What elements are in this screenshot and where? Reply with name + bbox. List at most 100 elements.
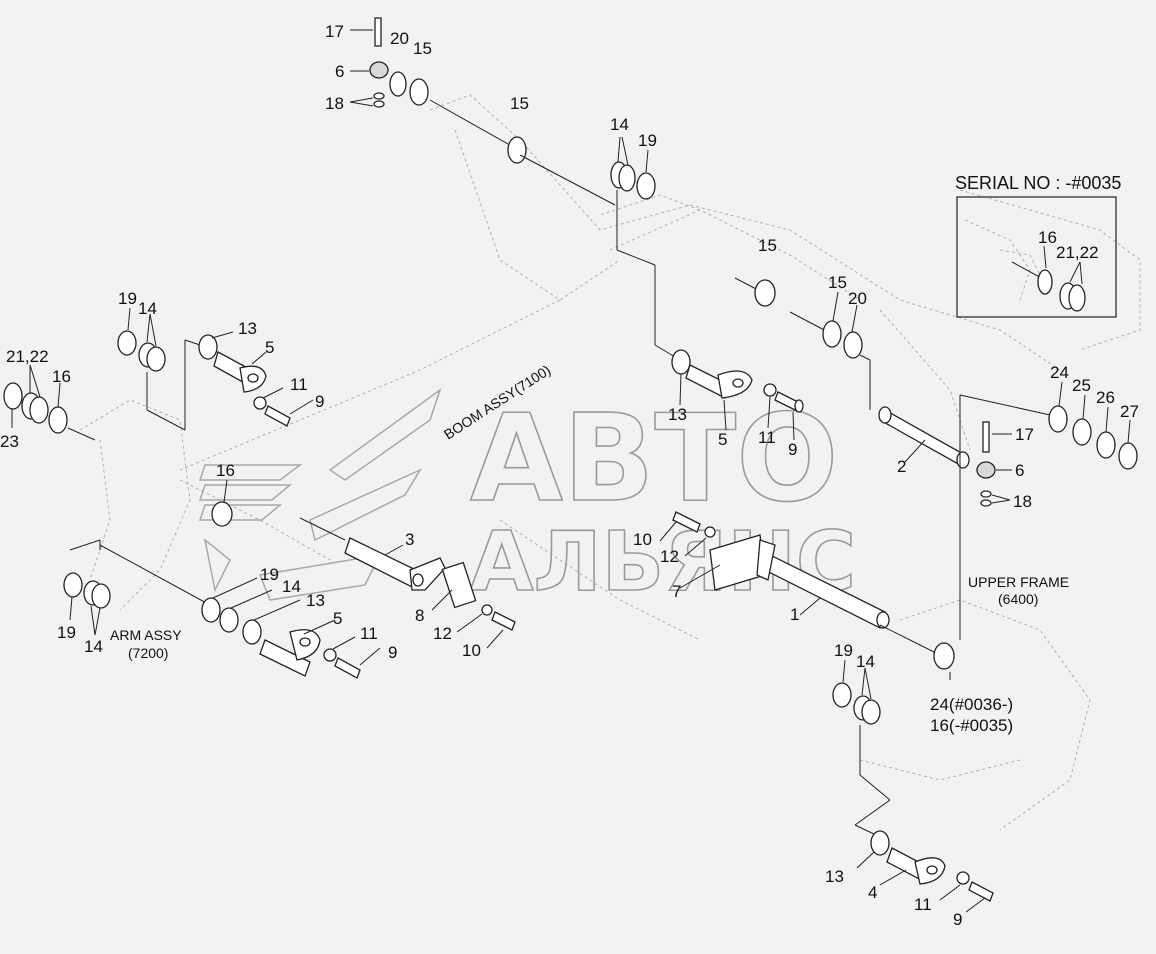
shim-15-right	[754, 279, 776, 307]
callout: 9	[788, 440, 797, 459]
callout: 14	[138, 299, 157, 318]
callout: 11	[290, 375, 308, 394]
callout: 19	[118, 289, 137, 308]
callout: 19	[57, 623, 76, 642]
callout: 16	[52, 367, 71, 386]
callout: 11	[758, 428, 776, 447]
shim-16-arm	[211, 501, 233, 527]
callout: 11	[914, 895, 932, 914]
callout: 14	[84, 637, 103, 656]
pin-3	[299, 517, 516, 649]
ring-13-center	[671, 349, 691, 375]
upper-frame-label: UPPER FRAME	[968, 574, 1069, 590]
callout: 8	[415, 606, 424, 625]
boom-pin-5-center	[671, 349, 804, 441]
callout: 5	[265, 338, 274, 357]
watermark-line2: АЛЬЯНС	[470, 515, 856, 610]
shim-20-right	[843, 331, 863, 359]
callout: 12	[433, 624, 452, 643]
watermark-line1: АВТО	[470, 390, 838, 529]
top-pin-cluster	[349, 17, 616, 206]
right-shim-series	[1048, 381, 1138, 470]
callout: 4	[868, 883, 877, 902]
callout: 27	[1120, 402, 1139, 421]
serial-box: SERIAL NO : -#0035 16 21,22	[955, 173, 1121, 318]
callout: 19	[834, 641, 853, 660]
shim-19-boom	[636, 172, 656, 200]
ghost-boom-outline	[79, 94, 1141, 831]
callout: 24	[1050, 363, 1069, 382]
serial-box-title: SERIAL NO : -#0035	[955, 173, 1121, 193]
bolt-10-lower	[491, 611, 516, 631]
callout: 5	[718, 430, 727, 449]
shim-15-boom	[507, 136, 527, 164]
callout: 19	[638, 131, 657, 150]
callout: 20	[390, 29, 409, 48]
callout: 20	[848, 289, 867, 308]
boom-shim-stack	[610, 136, 681, 361]
callout: 11	[360, 624, 378, 643]
washer-12-lower	[481, 604, 493, 616]
callout: 25	[1072, 376, 1091, 395]
shim-21-22-serial	[1068, 284, 1086, 312]
callout: 14	[610, 115, 629, 134]
serial-note-2: 16(-#0035)	[930, 716, 1013, 735]
callout: 21,22	[6, 347, 49, 366]
callout: 13	[668, 405, 687, 424]
callout: 15	[510, 94, 529, 113]
callout: 12	[660, 547, 679, 566]
callout: 6	[335, 62, 344, 81]
nut-6-top	[369, 61, 389, 79]
callout: 6	[1015, 461, 1024, 480]
shim-14-boom	[618, 164, 636, 192]
upper-frame-code: (6400)	[998, 591, 1038, 607]
callout: 7	[672, 582, 681, 601]
shim-24-16-lower	[933, 642, 955, 670]
callout: 26	[1096, 388, 1115, 407]
serial-callout-21-22: 21,22	[1056, 243, 1099, 262]
arm-assy-label: ARM ASSY	[110, 627, 182, 643]
callout: 3	[405, 530, 414, 549]
shim-15-top	[409, 78, 429, 106]
bottom-right-cluster	[832, 659, 994, 913]
washer-16-serial	[1037, 269, 1053, 295]
callout: 10	[633, 530, 652, 549]
callout: 18	[1013, 492, 1032, 511]
pin-1	[659, 511, 955, 680]
callout: 17	[325, 22, 344, 41]
callout: 9	[315, 392, 324, 411]
callout: 16	[216, 461, 235, 480]
callout: 13	[238, 319, 257, 338]
callout-labels: 17 20 15 6 18 15 14 19 15 15 20 19 14 13…	[0, 22, 1139, 929]
callout: 14	[856, 652, 875, 671]
callout: 5	[333, 609, 342, 628]
bolt-17-top	[374, 17, 382, 47]
callout: 2	[897, 457, 906, 476]
callout: 17	[1015, 425, 1034, 444]
callout: 23	[0, 432, 19, 451]
right-pin-cluster	[959, 394, 1051, 640]
arm-lower-shims	[63, 539, 111, 636]
plate-8	[441, 561, 477, 609]
callout: 15	[413, 39, 432, 58]
callout: 15	[758, 236, 777, 255]
callout: 10	[462, 641, 481, 660]
callout: 1	[790, 605, 799, 624]
callout: 19	[260, 565, 279, 584]
arm-pin-cluster	[99, 479, 381, 679]
serial-callout-16: 16	[1038, 228, 1057, 247]
far-left-shims	[3, 364, 96, 441]
callout: 9	[388, 643, 397, 662]
shim-20-top	[389, 71, 407, 97]
callout: 14	[282, 577, 301, 596]
washer-12-center	[704, 526, 716, 538]
callout: 15	[828, 273, 847, 292]
bolt-10-center	[672, 511, 701, 533]
serial-note-1: 24(#0036-)	[930, 695, 1013, 714]
pin-2	[878, 406, 970, 469]
callout: 13	[306, 591, 325, 610]
arm-assy-code: (7200)	[128, 645, 168, 661]
washer-18-top	[373, 100, 385, 108]
